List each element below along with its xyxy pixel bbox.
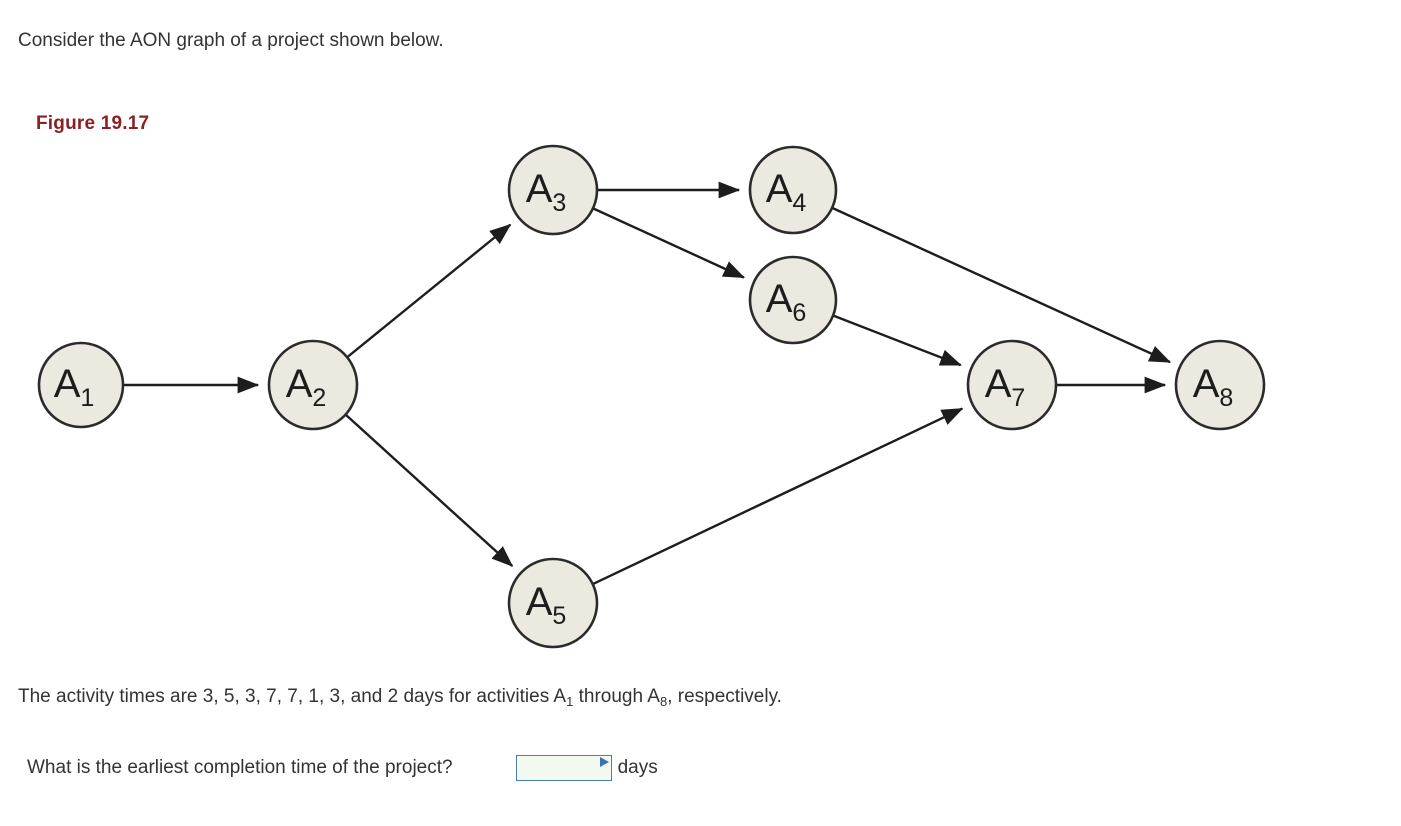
edge-a6-to-a7 bbox=[833, 314, 962, 367]
node-a2: A2 bbox=[267, 339, 359, 431]
answer-input[interactable] bbox=[515, 755, 612, 781]
intro-paragraph: Consider the AON graph of a project show… bbox=[18, 30, 444, 51]
node-a7: A7 bbox=[966, 339, 1058, 431]
node-label-a2: A2 bbox=[286, 362, 327, 412]
figure-caption: Figure 19.17 bbox=[36, 113, 150, 134]
node-circle-a2 bbox=[267, 339, 359, 431]
node-a6: A6 bbox=[748, 255, 838, 345]
node-label-a4: A4 bbox=[766, 167, 807, 217]
edge-a3-to-a6 bbox=[593, 207, 746, 279]
edges-layer bbox=[124, 181, 1172, 585]
edge-a4-to-a8 bbox=[832, 207, 1172, 364]
edge-a5-to-a7 bbox=[593, 407, 964, 585]
node-circle-a6 bbox=[748, 255, 838, 345]
node-circle-a5 bbox=[507, 557, 599, 649]
node-circle-a1 bbox=[37, 341, 125, 429]
activity-times-suffix: , respectively. bbox=[667, 686, 782, 707]
answer-unit-label: days bbox=[617, 757, 658, 778]
node-circle-a8 bbox=[1174, 339, 1266, 431]
edge-a2-to-a5 bbox=[345, 414, 514, 567]
node-a3: A3 bbox=[507, 144, 599, 236]
activity-times-middle: through A bbox=[573, 686, 660, 707]
activity-times-first-sub: 1 bbox=[566, 694, 574, 709]
node-a5: A5 bbox=[507, 557, 599, 649]
node-label-a8: A8 bbox=[1193, 362, 1234, 412]
node-a8: A8 bbox=[1174, 339, 1266, 431]
node-label-a6: A6 bbox=[766, 277, 807, 327]
question-prompt: What is the earliest completion time of … bbox=[27, 757, 453, 778]
node-label-a7: A7 bbox=[985, 362, 1026, 412]
node-label-a3: A3 bbox=[526, 167, 567, 217]
node-circle-a3 bbox=[507, 144, 599, 236]
node-label-a1: A1 bbox=[54, 362, 95, 412]
node-a4: A4 bbox=[748, 145, 838, 235]
edge-a2-to-a3 bbox=[347, 223, 512, 358]
node-circle-a7 bbox=[966, 339, 1058, 431]
node-a1: A1 bbox=[37, 341, 125, 429]
activity-times-paragraph: The activity times are 3, 5, 3, 7, 7, 1,… bbox=[18, 684, 782, 711]
activity-times-prefix: The activity times are 3, 5, 3, 7, 7, 1,… bbox=[18, 686, 567, 707]
activity-times-last-sub: 8 bbox=[659, 694, 668, 709]
question-row: What is the earliest completion time of … bbox=[27, 755, 658, 781]
node-circle-a4 bbox=[748, 145, 838, 235]
node-label-a5: A5 bbox=[526, 580, 567, 630]
